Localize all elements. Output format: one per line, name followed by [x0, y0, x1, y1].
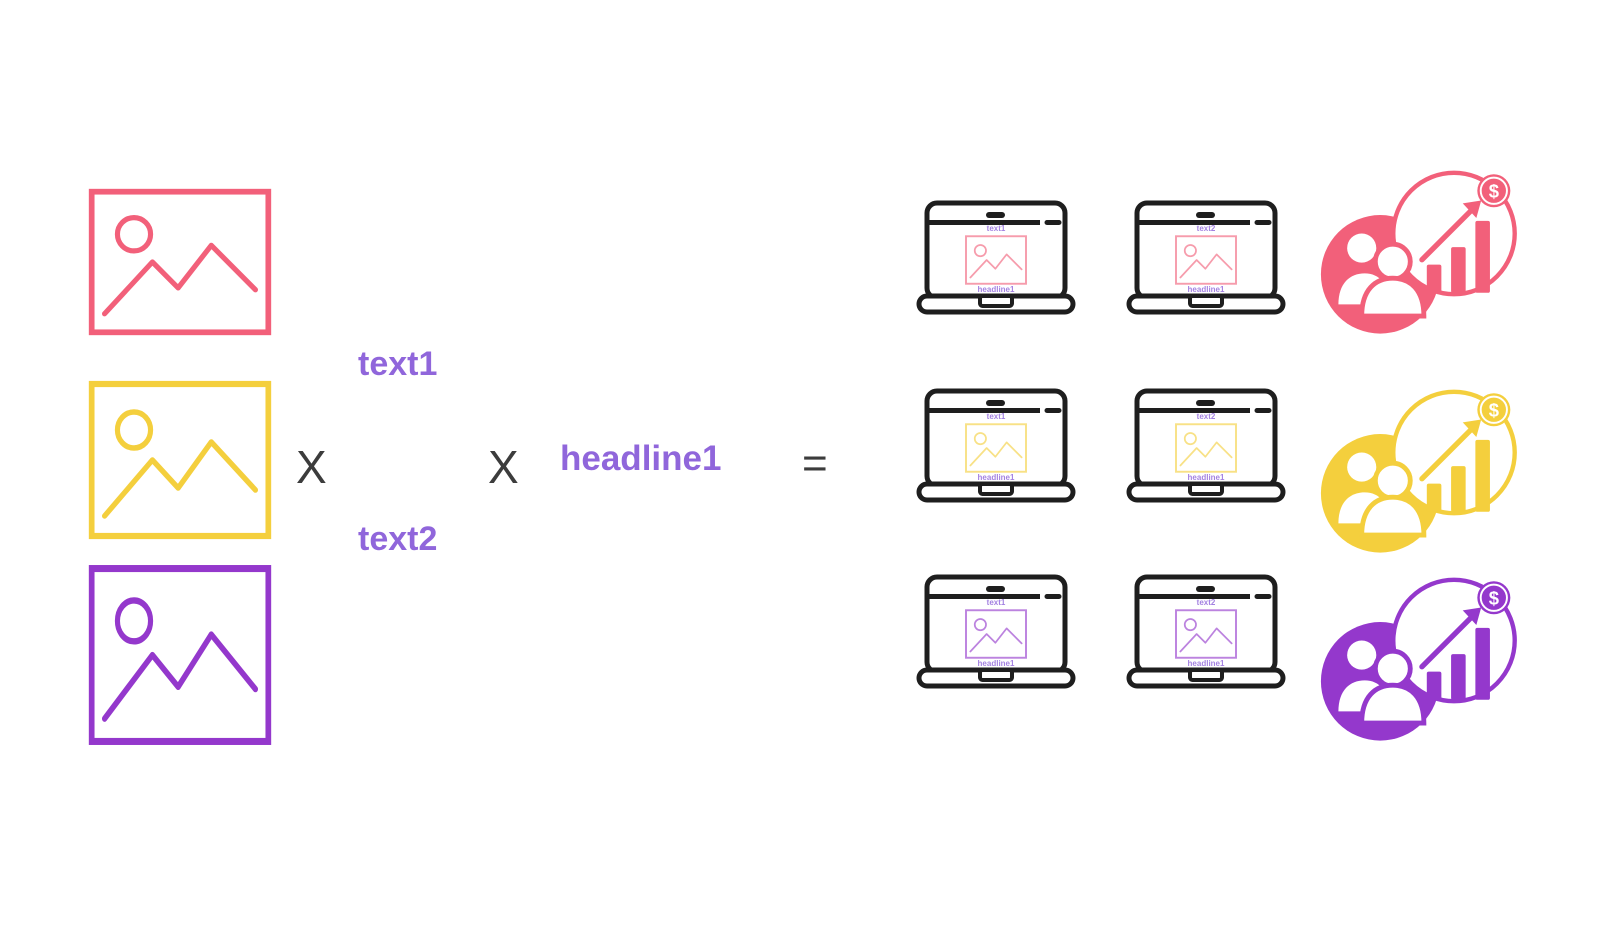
audience-growth-icon-yellow: $ [1318, 372, 1522, 568]
multiply-sign-2: X [488, 441, 519, 493]
image-placeholder-icon [964, 423, 1028, 473]
ad-headline-label: headline1 [977, 473, 1015, 482]
image-placeholder-icon [1174, 609, 1238, 659]
dollar-coin-icon: $ [1489, 181, 1499, 202]
multiply-sign-1: X [296, 441, 327, 493]
image-placeholder-icon [964, 609, 1028, 659]
laptop-preview-yellow-text2: text2 headline1 [1126, 388, 1286, 506]
ad-headline-label: headline1 [1187, 473, 1225, 482]
headline-variant-label: headline1 [560, 439, 722, 478]
image-placeholder-icon [1174, 423, 1238, 473]
laptop-preview-pink-text1: text1 headline1 [916, 200, 1076, 318]
ad-text-label: text1 [986, 598, 1006, 608]
laptop-preview-yellow-text1: text1 headline1 [916, 388, 1076, 506]
image-placeholder-icon [1174, 235, 1238, 285]
image-variant-pink-icon [88, 188, 272, 336]
laptop-screen: text2 headline1 [1137, 224, 1275, 296]
ad-text-label: text1 [986, 412, 1006, 422]
image-placeholder-icon [964, 235, 1028, 285]
ad-headline-label: headline1 [977, 659, 1015, 668]
equals-sign: = [802, 439, 828, 488]
dollar-coin-icon: $ [1489, 400, 1499, 421]
laptop-preview-purple-text1: text1 headline1 [916, 574, 1076, 692]
ad-text-label: text2 [1196, 412, 1216, 422]
ad-headline-label: headline1 [1187, 285, 1225, 294]
laptop-screen: text1 headline1 [927, 224, 1065, 296]
text-variant-2-label: text2 [358, 520, 438, 558]
laptop-screen: text1 headline1 [927, 598, 1065, 670]
image-variant-yellow-icon [88, 380, 272, 540]
image-variant-purple-icon [88, 564, 272, 746]
ad-text-label: text2 [1196, 224, 1216, 234]
ad-text-label: text2 [1196, 598, 1216, 608]
laptop-screen: text2 headline1 [1137, 598, 1275, 670]
audience-growth-icon-pink: $ [1318, 153, 1522, 349]
ad-text-label: text1 [986, 224, 1006, 234]
laptop-screen: text2 headline1 [1137, 412, 1275, 484]
laptop-preview-pink-text2: text2 headline1 [1126, 200, 1286, 318]
laptop-screen: text1 headline1 [927, 412, 1065, 484]
laptop-preview-purple-text2: text2 headline1 [1126, 574, 1286, 692]
ad-headline-label: headline1 [1187, 659, 1225, 668]
dollar-coin-icon: $ [1489, 588, 1499, 609]
ad-headline-label: headline1 [977, 285, 1015, 294]
audience-growth-icon-purple: $ [1318, 560, 1522, 756]
text-variant-1-label: text1 [358, 345, 438, 383]
